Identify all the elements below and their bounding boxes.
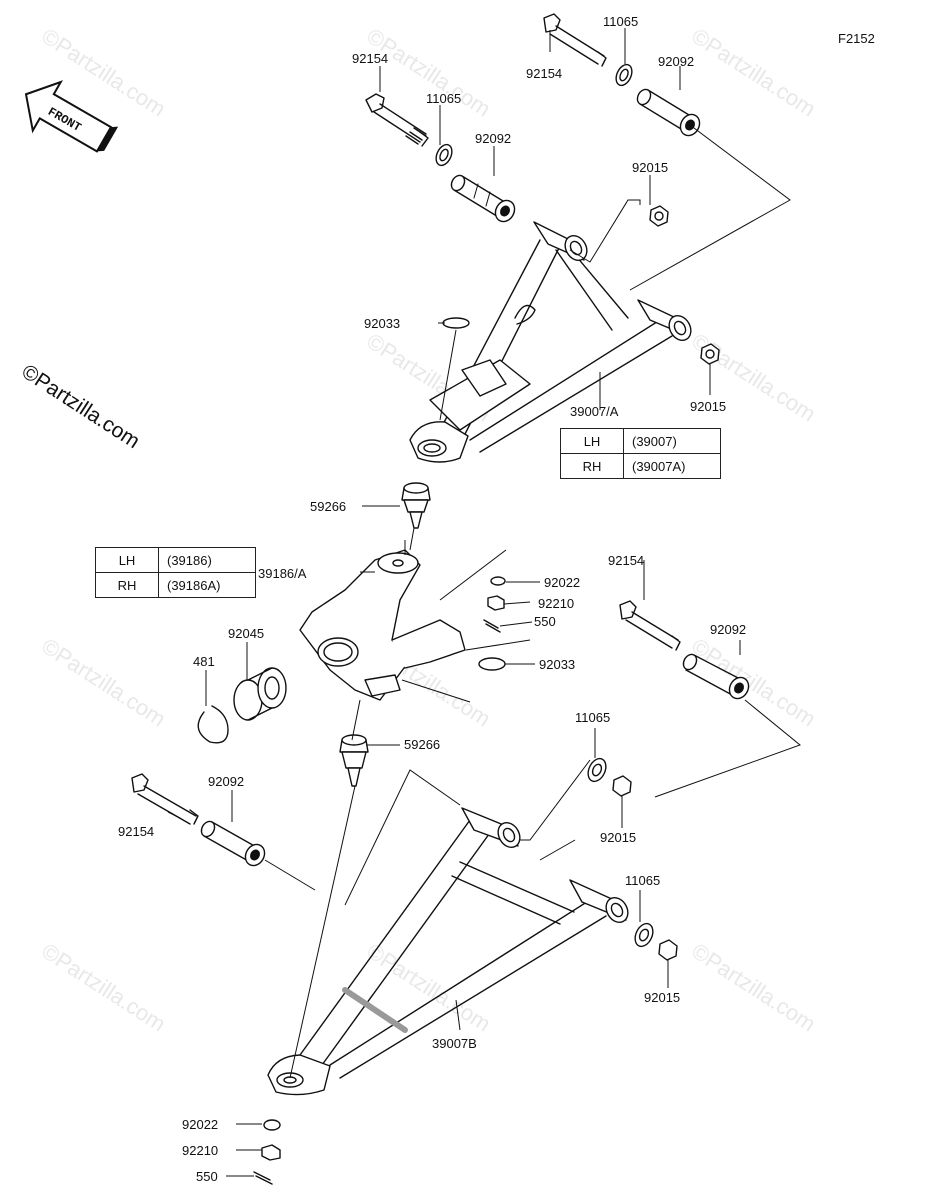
part-label: 59266	[310, 499, 346, 514]
part-label: 92092	[710, 622, 746, 637]
cotter-pin-icon	[253, 1171, 273, 1185]
part-label: 92022	[544, 575, 580, 590]
part-label: 11065	[426, 91, 461, 106]
part-label: 481	[193, 654, 215, 669]
part-label: 39007B	[432, 1036, 477, 1051]
castle-nut-icon	[487, 595, 505, 611]
part-label: 11065	[575, 710, 610, 725]
part-label: 92045	[228, 626, 264, 641]
washer-icon	[615, 63, 633, 87]
part-label: 92154	[526, 66, 562, 81]
table-cell-side: LH	[560, 428, 624, 454]
part-label: 92092	[658, 54, 694, 69]
part-label: 550	[196, 1169, 218, 1184]
watermarks: ©Partzilla.com ©Partzilla.com ©Partzilla…	[37, 23, 820, 1036]
nut-icon	[649, 205, 669, 227]
washer-icon	[490, 576, 506, 586]
part-label: 92154	[608, 553, 644, 568]
circlip-icon	[442, 317, 470, 329]
castle-nut-icon	[261, 1144, 281, 1161]
bushing-icon	[450, 174, 516, 223]
part-label: 92092	[208, 774, 244, 789]
part-label: 92015	[600, 830, 636, 845]
bolt-icon	[619, 600, 681, 651]
part-label: 92154	[118, 824, 154, 839]
nut-icon	[658, 939, 678, 961]
lower-a-arm	[267, 807, 629, 1096]
steering-knuckle	[299, 549, 466, 701]
ball-joint-icon	[401, 482, 431, 529]
table-row: RH (39186A)	[95, 572, 256, 598]
part-label: 11065	[625, 873, 660, 888]
part-label: 39007/A	[570, 404, 619, 419]
watermark: ©Partzilla.com	[37, 938, 170, 1036]
part-label: 11065	[603, 14, 638, 29]
knuckle-side-table: LH (39186) RH (39186A)	[95, 547, 256, 598]
part-label: 92015	[690, 399, 726, 414]
leader-lines	[167, 28, 802, 1177]
watermark: ©Partzilla.com	[687, 633, 820, 731]
table-cell-side: LH	[95, 547, 159, 573]
part-label: 92022	[182, 1117, 218, 1132]
bolt-icon	[365, 93, 429, 147]
table-row: LH (39186)	[95, 547, 256, 573]
part-label: 59266	[404, 737, 440, 752]
washer-icon	[587, 757, 607, 783]
figure-code: F2152	[838, 31, 875, 46]
nut-icon	[612, 775, 632, 797]
table-cell-code: (39007)	[623, 428, 721, 454]
part-label: 550	[534, 614, 556, 629]
bushing-icon	[200, 820, 266, 867]
ball-joint-icon	[339, 734, 369, 787]
washer-icon	[263, 1119, 281, 1131]
washer-icon	[435, 143, 453, 167]
table-row: RH (39007A)	[560, 453, 721, 479]
washer-icon	[634, 922, 654, 948]
front-arrow-icon: FRONT	[24, 80, 119, 153]
part-label: 92154	[352, 51, 388, 66]
table-cell-side: RH	[560, 453, 624, 479]
table-cell-side: RH	[95, 572, 159, 598]
bushing-icon	[636, 88, 701, 137]
table-cell-code: (39007A)	[623, 453, 721, 479]
upper-a-arm	[409, 221, 692, 463]
part-label: 92015	[644, 990, 680, 1005]
cotter-pin-icon	[483, 619, 501, 633]
part-label: 39186/A	[258, 566, 307, 581]
snap-ring-icon	[197, 705, 229, 744]
part-label: 92033	[364, 316, 400, 331]
table-row: LH (39007)	[560, 428, 721, 454]
circlip-icon	[478, 657, 506, 671]
part-labels: 92154 11065 92092 92154 11065 92092 9201…	[118, 14, 746, 1184]
part-label: 92210	[182, 1143, 218, 1158]
bolt-icon	[543, 13, 607, 67]
upper-arm-side-table: LH (39007) RH (39007A)	[560, 428, 721, 479]
part-label: 92092	[475, 131, 511, 146]
part-label: 92033	[539, 657, 575, 672]
watermark: ©Partzilla.com	[37, 633, 170, 731]
part-label: 92015	[632, 160, 668, 175]
table-cell-code: (39186)	[158, 547, 256, 573]
watermark: ©Partzilla.com	[687, 23, 820, 121]
watermark: ©Partzilla.com	[687, 938, 820, 1036]
part-label: 92210	[538, 596, 574, 611]
watermark: ©Partzilla.com	[362, 938, 495, 1036]
bushing-icon	[682, 653, 750, 700]
bolt-icon	[131, 773, 199, 825]
table-cell-code: (39186A)	[158, 572, 256, 598]
bearing-icon	[233, 667, 287, 721]
nut-icon	[700, 343, 720, 365]
